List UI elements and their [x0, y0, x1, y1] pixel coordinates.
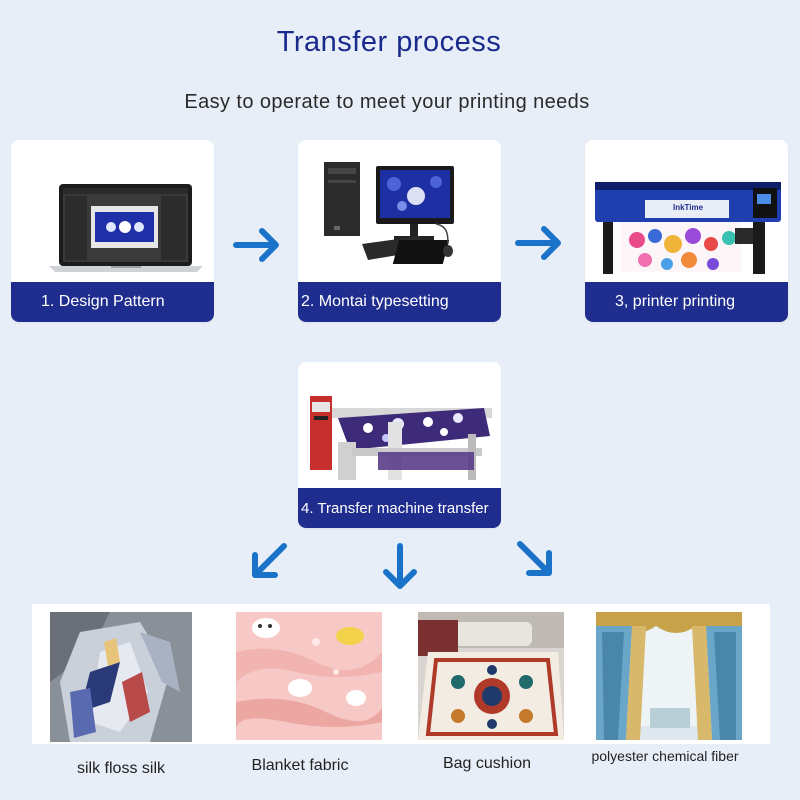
desktop-computer-icon — [298, 140, 501, 287]
product-label: Blanket fabric — [251, 757, 349, 774]
arrow-down-left-icon — [252, 543, 287, 578]
laptop-design-icon — [11, 140, 214, 287]
step-label: 2. Montai typesetting — [298, 282, 501, 322]
arrow-right-icon — [233, 228, 279, 262]
page-title: Transfer process — [276, 26, 502, 58]
large-format-printer-icon: InkTime — [585, 140, 788, 287]
step-card-typesetting: 2. Montai typesetting — [298, 140, 501, 322]
product-label: Bag cushion — [442, 755, 532, 772]
step-card-transfer-machine: 4. Transfer machine transfer — [298, 362, 501, 528]
product-label: silk floss silk — [76, 760, 165, 777]
silk-scarf-photo — [50, 612, 192, 742]
step-label: 4. Transfer machine transfer — [298, 488, 501, 528]
blanket-photo — [236, 612, 382, 740]
product-label: polyester chemical fiber — [591, 748, 739, 764]
arrow-right-icon — [515, 226, 561, 260]
page-subtitle: Easy to operate to meet your printing ne… — [184, 91, 590, 113]
heat-transfer-machine-icon — [298, 362, 501, 495]
step-card-design-pattern: 1. Design Pattern — [11, 140, 214, 322]
step-label: 1. Design Pattern — [11, 282, 214, 322]
printer-brand-logo: InkTime — [673, 203, 704, 212]
step-card-printer: InkTime 3, printer printing — [585, 140, 788, 322]
arrow-down-icon — [383, 543, 417, 589]
step-label: 3, printer printing — [585, 282, 788, 322]
arrow-down-right-icon — [517, 541, 552, 576]
curtain-photo — [596, 612, 742, 740]
rug-cushion-photo — [418, 612, 564, 740]
